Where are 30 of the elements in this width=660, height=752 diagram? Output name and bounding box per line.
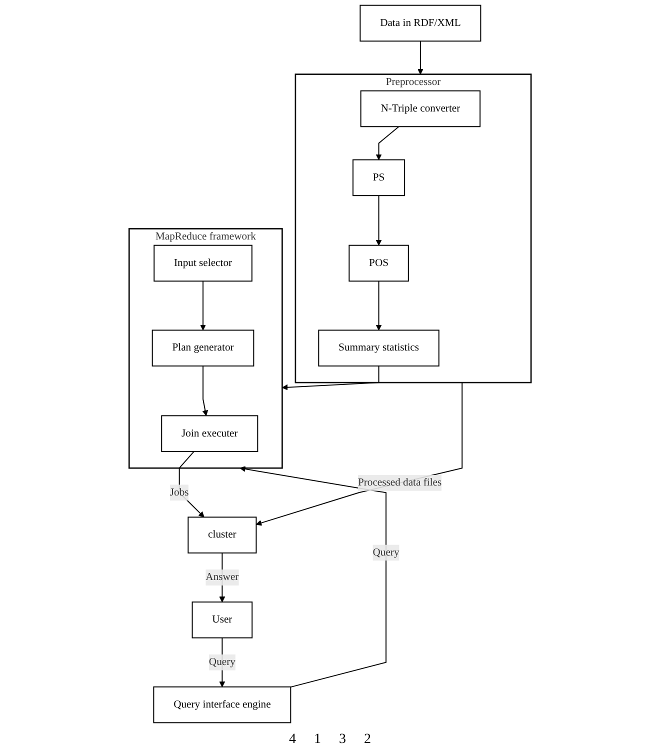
edge-label: Query xyxy=(208,656,236,668)
node-box: Plan generator xyxy=(152,330,254,366)
arrow xyxy=(376,126,400,160)
edge-label: Query xyxy=(372,546,400,558)
node-box: Query interface engine xyxy=(153,686,292,724)
arrow xyxy=(376,195,382,246)
step-number: 3 xyxy=(339,732,346,748)
arrow xyxy=(376,280,382,330)
step-number: 1 xyxy=(314,732,321,748)
node-box: N-Triple converter xyxy=(360,90,480,128)
node-box: POS xyxy=(348,244,409,282)
step-number: 4 xyxy=(289,732,296,748)
edge-label: Processed data files xyxy=(358,476,442,488)
node-box: Summary statistics xyxy=(318,330,440,366)
arrow xyxy=(256,382,462,526)
node-box: PS xyxy=(352,159,405,196)
node-box: Join executer xyxy=(161,415,258,452)
step-number: 2 xyxy=(364,732,371,748)
arrow xyxy=(178,451,204,518)
arrow xyxy=(240,466,386,688)
edge-label: Jobs xyxy=(170,486,189,498)
arrow xyxy=(282,366,380,390)
node-box: cluster xyxy=(188,516,257,554)
arrow xyxy=(417,40,424,75)
arrow xyxy=(200,280,206,330)
node-box: User xyxy=(192,602,252,638)
edge-label: Answer xyxy=(206,572,239,583)
node-box: Data in RDF/XML xyxy=(360,4,482,42)
arrow xyxy=(202,366,208,416)
node-box: Input selector xyxy=(154,244,252,282)
